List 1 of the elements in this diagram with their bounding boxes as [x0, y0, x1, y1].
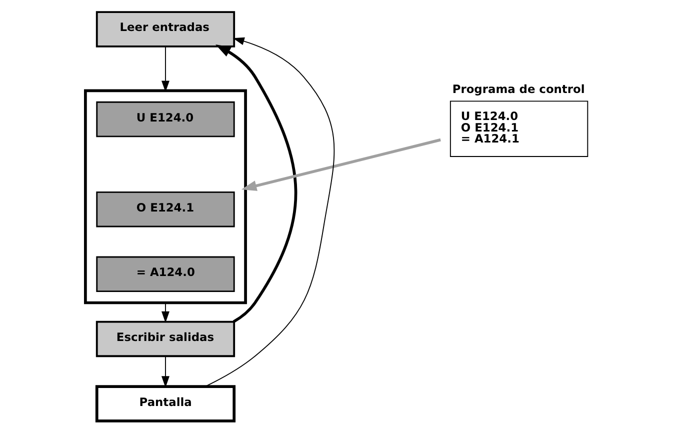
node-label: Programa de control	[452, 82, 585, 96]
